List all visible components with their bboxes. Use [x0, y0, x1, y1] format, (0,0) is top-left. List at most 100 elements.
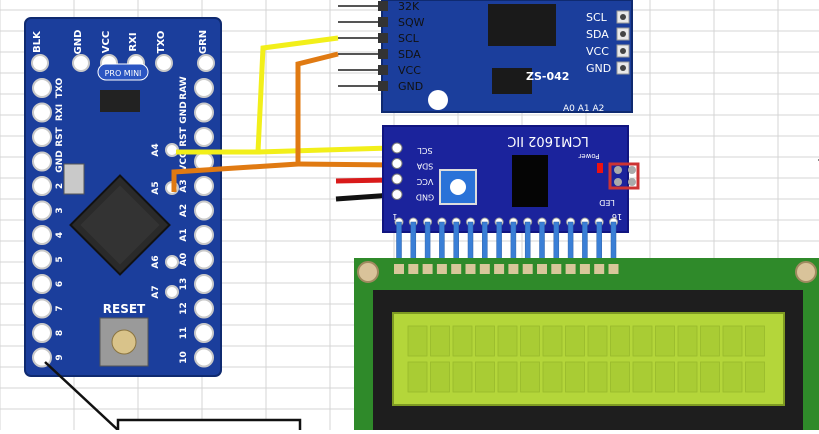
rtc-header-pin: [378, 33, 388, 43]
power-label: Power: [578, 152, 599, 160]
backpack-pin-pad: [391, 142, 403, 154]
label-box: [116, 418, 302, 434]
lcd-header-pad: [408, 264, 419, 274]
arduino-left-pad: [32, 78, 52, 98]
arduino-right-label: RAW: [179, 76, 189, 99]
lcd-cell: [520, 325, 540, 357]
arduino-top-label: RXI: [128, 32, 139, 51]
rtc-left-label: SDA: [398, 48, 421, 61]
arduino-top-pad: [155, 54, 173, 72]
arduino-right-label: GND: [179, 101, 189, 123]
arduino-inner-label: A5: [151, 181, 161, 194]
rtc-right-label: VCC: [586, 45, 609, 58]
arduino-right-pad: [194, 347, 214, 368]
lcd-cell: [452, 325, 473, 357]
lcd-cell: [407, 325, 428, 357]
arduino-left-label: RST: [55, 126, 65, 146]
arduino-right-label: 11: [179, 327, 189, 340]
lcd-header-pad: [479, 264, 490, 274]
lcd-header-pad: [522, 264, 533, 274]
lcd-cell: [632, 325, 653, 357]
lcd-cell: [407, 361, 428, 393]
lcd-cell: [677, 361, 698, 393]
lcd-cell: [565, 325, 585, 357]
backpack-title: LCM1602 IIC: [507, 133, 589, 148]
power-led: [597, 163, 603, 173]
arduino-pads: [31, 54, 215, 368]
pin-first-label: 1: [392, 212, 397, 221]
contrast-pot-knob[interactable]: [450, 179, 466, 195]
lcd-cell: [475, 325, 495, 357]
lcd-cell: [520, 361, 540, 393]
lcd-cell: [587, 361, 608, 393]
regulator-chip: [100, 90, 140, 112]
arduino-top-label: GRN: [198, 30, 209, 54]
rtc-right-label: SDA: [586, 28, 609, 41]
rtc-header-pin: [378, 1, 388, 11]
arduino-left-pad: [32, 102, 52, 123]
arduino-top-pad: [31, 54, 49, 72]
rtc-chip: [488, 4, 556, 46]
arduino-right-pad: [194, 78, 214, 98]
backpack-pin-label: SCL: [417, 146, 433, 155]
backpack-pin-pad: [391, 158, 403, 169]
reset-button-cap[interactable]: [111, 329, 137, 355]
lcd-cell: [700, 325, 720, 357]
arduino-left-label: 7: [55, 305, 65, 311]
arduino-left-label: 6: [55, 281, 65, 287]
rtc-addr-pins: A0 A1 A2: [563, 104, 604, 114]
arduino-top-pad: [72, 54, 90, 72]
rtc-left-label: 32K: [398, 0, 420, 13]
lcd-16x2: [354, 258, 819, 430]
arduino-right-label: VCC: [179, 151, 189, 172]
arduino-left-label: 3: [55, 207, 65, 213]
rtc-model: ZS-042: [526, 70, 569, 83]
lcd-cell: [722, 361, 743, 393]
scl-wire: [176, 35, 339, 155]
backpack-pin-pad: [391, 173, 403, 185]
arduino-inner-pad: [165, 255, 179, 269]
lcd-cell: [677, 325, 698, 357]
arduino-top-label: BLK: [32, 30, 43, 53]
arduino-left-pad: [32, 323, 52, 343]
arduino-left-pad: [32, 225, 52, 245]
rtc-right-label: SCL: [586, 11, 608, 24]
rtc-left-label: SCL: [398, 32, 420, 45]
lcd-cell: [430, 361, 450, 393]
rtc-header-pin: [378, 81, 388, 91]
lcd-header-pad: [451, 264, 462, 274]
lcd-character-cells: [407, 325, 765, 393]
arduino-right-pad: [194, 323, 214, 343]
arduino-left-label: 4: [55, 232, 65, 238]
arduino-left-pad: [32, 298, 52, 319]
arduino-right-label: 12: [179, 302, 189, 315]
arduino-top-pad: [197, 54, 215, 72]
arduino-right-pad: [194, 200, 214, 221]
lcd-cell: [452, 361, 473, 393]
arduino-left-pad: [32, 249, 52, 270]
arduino-right-label: A1: [179, 228, 189, 241]
lcd-cell: [655, 325, 675, 357]
arduino-left-pad: [32, 127, 52, 147]
lcd-header-pad: [608, 264, 619, 274]
lcd-header-pad: [494, 264, 505, 274]
arduino-right-pad: [194, 225, 214, 245]
backpack-pin-label: VCC: [416, 177, 433, 186]
lcd-cell: [722, 325, 743, 357]
lcd-header-pad: [551, 264, 562, 274]
lcd-header-pads: [394, 264, 619, 274]
lcd-cell: [497, 361, 518, 393]
led-jumper[interactable]: [608, 162, 640, 190]
arduino-left-pad: [32, 176, 52, 196]
arduino-right-label: 10: [179, 351, 189, 364]
lcd-header-pad: [394, 264, 404, 274]
lcd-cell: [610, 361, 630, 393]
rtc-left-label: VCC: [398, 64, 421, 77]
arduino-top-label: GND: [73, 30, 84, 55]
arduino-right-pad: [194, 298, 214, 319]
arduino-right-pad: [194, 176, 214, 196]
